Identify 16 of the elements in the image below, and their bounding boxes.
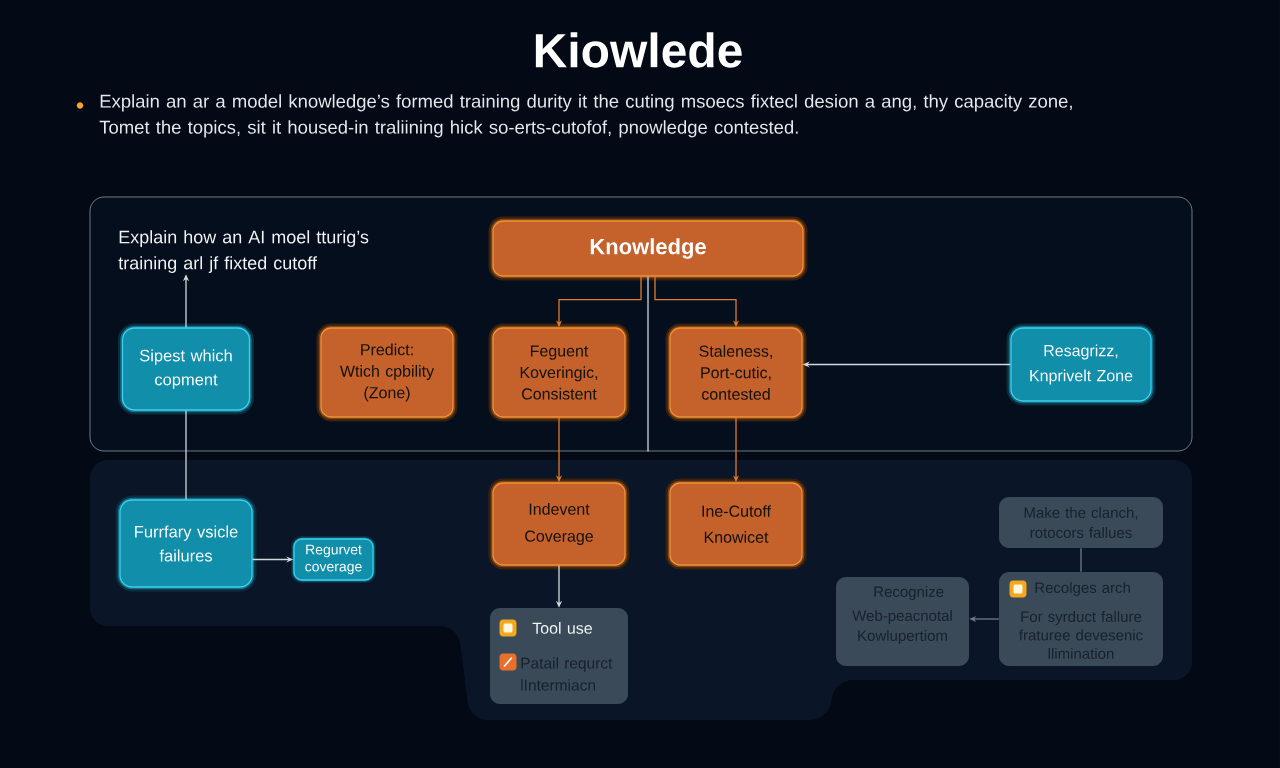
process-box: Furrfary vsicle failures — [115, 495, 257, 592]
connector-line — [1080, 547, 1082, 573]
process-box: Resagrizz, Knprivelt Zone — [1006, 323, 1156, 406]
connector-line — [647, 276, 649, 453]
connector-line — [185, 410, 187, 500]
process-box: Knowledge — [488, 216, 808, 281]
bullet-text: Explain an ar a model knowledge’s formed training durity it the cuting msoecs fixtecl desion a ang, thy capacity zone, Tomet the topics, sit it housed-in traliining hick so-erts-cutofof, pnowledge contested. — [99, 94, 1072, 138]
process-box: Feguent Koveringic, Consistent — [488, 323, 630, 422]
process-box: Regurvet coverage — [291, 536, 376, 583]
title: Kiowlede — [535, 32, 742, 68]
process-box: Sipest which copment — [118, 323, 254, 415]
process-box: Ine-Cutoff Knowicet — [665, 478, 807, 570]
process-box: Staleness, Port-cutic, contested — [665, 323, 807, 422]
process-box: Indevent Coverage — [488, 478, 630, 570]
panel-heading: Explain how an AI moel tturig’s training arl jf fixted cutoff — [118, 230, 369, 273]
process-box: Predict: Wtich cpbility (Zone) — [316, 323, 458, 422]
